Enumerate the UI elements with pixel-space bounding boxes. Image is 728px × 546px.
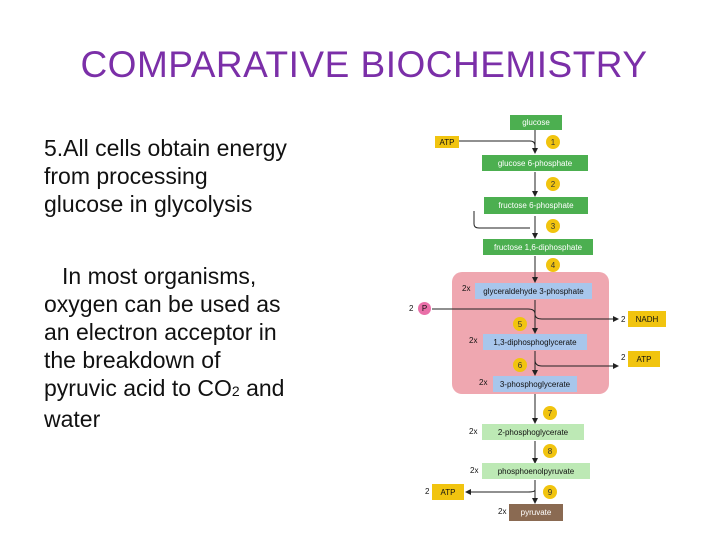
step-8-badge: 8 — [543, 444, 557, 458]
point-2-line: pyruvic acid to CO2 and — [44, 374, 344, 405]
nadh-output-box: NADH — [628, 311, 666, 327]
co2-subscript: 2 — [231, 383, 240, 399]
multiplier-label: 2x — [479, 378, 488, 387]
phosphate-count-label: 2 — [409, 304, 414, 313]
atp-count-label: 2 — [621, 353, 626, 362]
point-1-line: 5.All cells obtain energy — [44, 135, 287, 161]
co2-prefix: pyruvic acid to CO — [44, 375, 232, 401]
3-phosphoglycerate-box: 3-phosphoglycerate — [493, 376, 577, 392]
pathway-arrows — [432, 130, 619, 504]
phosphoenolpyruvate-box: phosphoenolpyruvate — [482, 463, 590, 479]
point-2-line: oxygen can be used as — [44, 291, 281, 317]
slide-title: COMPARATIVE BIOCHEMISTRY — [80, 44, 648, 85]
step-5-badge: 5 — [513, 317, 527, 331]
fructose-1-6-diphosphate-box: fructose 1,6-diphosphate — [483, 239, 593, 255]
atp-output-box: ATP — [628, 351, 660, 367]
point-2-text: In most organisms, oxygen can be used as… — [44, 262, 344, 433]
point-2-line: an electron acceptor in — [44, 319, 277, 345]
multiplier-label: 2x — [462, 284, 471, 293]
step-7-badge: 7 — [543, 406, 557, 420]
step-4-badge: 4 — [546, 258, 560, 272]
step-3-badge: 3 — [546, 219, 560, 233]
multiplier-label: 2x — [470, 466, 479, 475]
glycolysis-diagram: glucose ATP 1 glucose 6-phosphate 2 fruc… — [400, 100, 720, 540]
glucose-box: glucose — [510, 115, 562, 130]
step-9-badge: 9 — [543, 485, 557, 499]
step-2-badge: 2 — [546, 177, 560, 191]
step-1-badge: 1 — [546, 135, 560, 149]
pyruvate-box: pyruvate — [509, 504, 563, 521]
co2-suffix: and — [239, 375, 285, 401]
1-3-diphosphoglycerate-box: 1,3-diphosphoglycerate — [483, 334, 587, 350]
point-1-line: glucose in glycolysis — [44, 191, 253, 217]
glucose-6-phosphate-box: glucose 6-phosphate — [482, 155, 588, 171]
point-1-line: from processing — [44, 163, 208, 189]
2-phosphoglycerate-box: 2-phosphoglycerate — [482, 424, 584, 440]
atp-count-label: 2 — [425, 487, 430, 496]
multiplier-label: 2x — [498, 507, 507, 516]
glyceraldehyde-3-phosphate-box: glyceraldehyde 3-phosphate — [475, 283, 592, 299]
point-2-line: the breakdown of — [44, 347, 221, 373]
multiplier-label: 2x — [469, 336, 478, 345]
nadh-count-label: 2 — [621, 315, 626, 324]
point-2-line: In most organisms, — [62, 263, 257, 289]
point-1-text: 5.All cells obtain energy from processin… — [44, 134, 344, 218]
phosphate-circle: P — [418, 302, 431, 315]
step-6-badge: 6 — [513, 358, 527, 372]
fructose-6-phosphate-box: fructose 6-phosphate — [484, 197, 588, 214]
multiplier-label: 2x — [469, 427, 478, 436]
atp-input-box: ATP — [435, 136, 459, 148]
atp-output-box: ATP — [432, 484, 464, 500]
point-2-line: water — [44, 406, 101, 432]
